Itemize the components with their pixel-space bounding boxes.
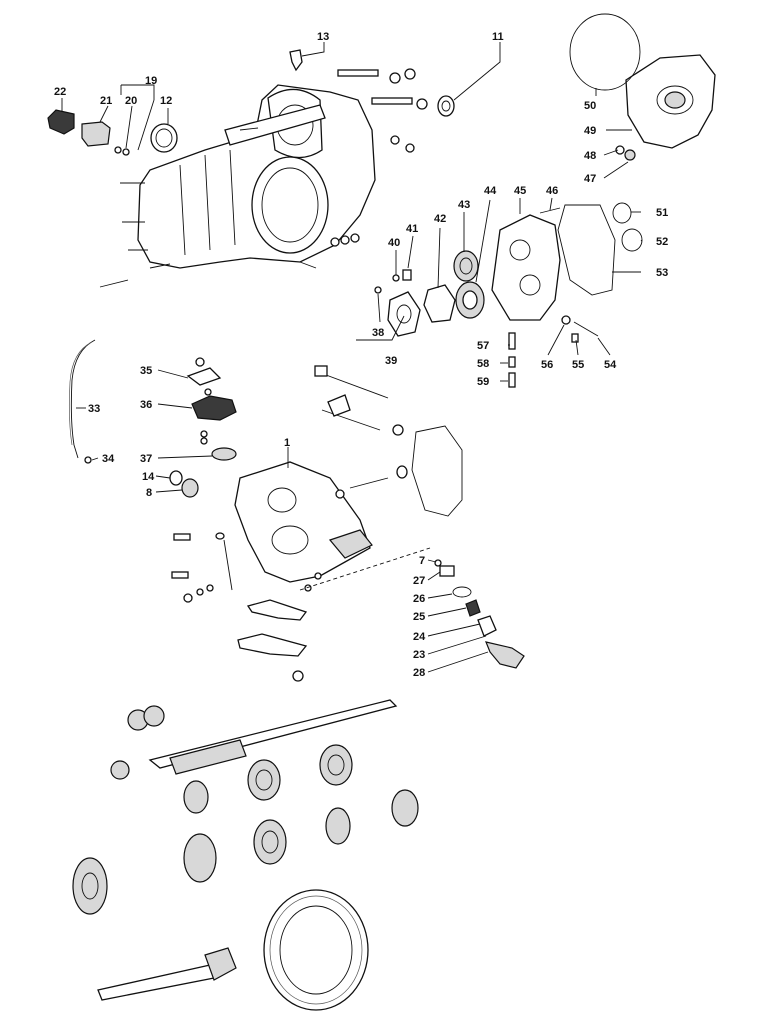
parts-38-40-41 xyxy=(374,269,412,294)
callout-50: 50 xyxy=(584,100,596,112)
callout-22: 22 xyxy=(54,86,66,98)
callout-54: 54 xyxy=(604,359,617,371)
parts-43-44-bearings xyxy=(453,250,485,319)
housing-bolts xyxy=(330,68,428,247)
callout-24: 24 xyxy=(413,631,426,643)
reverse-light-switch xyxy=(47,109,130,156)
callout-42: 42 xyxy=(434,213,446,225)
callout-36: 36 xyxy=(140,399,152,411)
callout-11: 11 xyxy=(492,31,504,43)
callout-52: 52 xyxy=(656,236,668,248)
callout-8: 8 xyxy=(146,487,152,499)
callout-45: 45 xyxy=(514,185,526,197)
callout-13: 13 xyxy=(317,31,329,43)
callout-26: 26 xyxy=(413,593,425,605)
callout-44: 44 xyxy=(484,185,497,197)
parts-8-14-bushings xyxy=(169,470,199,498)
part-46-pin xyxy=(539,207,561,214)
mainshaft xyxy=(110,699,398,780)
part-37-washer xyxy=(200,430,237,461)
drive-pinion xyxy=(97,947,237,1001)
callout-55: 55 xyxy=(572,359,584,371)
callout-labels: 1 7 8 11 12 13 14 19 20 21 22 23 24 25 2… xyxy=(54,31,668,679)
part-45-intermediate-plate xyxy=(491,214,561,321)
callout-28: 28 xyxy=(413,667,425,679)
part-33-cable xyxy=(68,339,96,464)
callout-19: 19 xyxy=(145,75,157,87)
callout-59: 59 xyxy=(477,376,489,388)
callout-39: 39 xyxy=(385,355,397,367)
guide-pin xyxy=(335,465,408,499)
leader-lines xyxy=(61,42,643,673)
parts-39-42-flanges xyxy=(387,284,456,337)
part-13-plug xyxy=(289,49,303,72)
callout-33: 33 xyxy=(88,403,100,415)
gear-set xyxy=(72,744,419,915)
callout-40: 40 xyxy=(388,237,400,249)
callout-1: 1 xyxy=(284,437,290,449)
parts-54-59 xyxy=(508,315,599,388)
carrier-gasket xyxy=(411,425,463,517)
callout-48: 48 xyxy=(584,150,596,162)
shift-rods xyxy=(314,365,404,436)
callout-43: 43 xyxy=(458,199,470,211)
housing-studs xyxy=(99,127,317,288)
callout-35: 35 xyxy=(140,365,152,377)
callout-14: 14 xyxy=(142,471,155,483)
transmission-housing xyxy=(137,84,376,269)
part-50-o-ring xyxy=(569,13,641,91)
part-12-seal xyxy=(150,123,178,153)
callout-49: 49 xyxy=(584,125,596,137)
callout-47: 47 xyxy=(584,173,596,185)
lower-fasteners xyxy=(171,532,322,603)
callout-41: 41 xyxy=(406,223,418,235)
part-35-bracket xyxy=(186,357,222,386)
callout-7: 7 xyxy=(419,555,425,567)
lower-brackets xyxy=(237,599,308,682)
part-49-end-cover xyxy=(625,54,716,149)
parts-23-28-switch-assembly xyxy=(434,559,525,669)
callout-12: 12 xyxy=(160,95,172,107)
callout-56: 56 xyxy=(541,359,553,371)
callout-34: 34 xyxy=(102,453,115,465)
callout-20: 20 xyxy=(125,95,137,107)
callout-51: 51 xyxy=(656,207,668,219)
callout-27: 27 xyxy=(413,575,425,587)
callout-23: 23 xyxy=(413,649,425,661)
callout-38: 38 xyxy=(372,327,384,339)
callout-25: 25 xyxy=(413,611,425,623)
part-1-gear-carrier xyxy=(234,461,373,583)
part-53-gasket xyxy=(557,204,616,296)
parts-51-52-rings xyxy=(612,202,643,252)
part-11-seal xyxy=(437,95,455,117)
callout-46: 46 xyxy=(546,185,558,197)
callout-21: 21 xyxy=(100,95,112,107)
callout-37: 37 xyxy=(140,453,152,465)
callout-53: 53 xyxy=(656,267,668,279)
ring-gear xyxy=(263,889,369,1011)
part-36-mount xyxy=(191,388,237,421)
callout-58: 58 xyxy=(477,358,489,370)
parts-47-48 xyxy=(615,145,636,161)
callout-57: 57 xyxy=(477,340,489,352)
